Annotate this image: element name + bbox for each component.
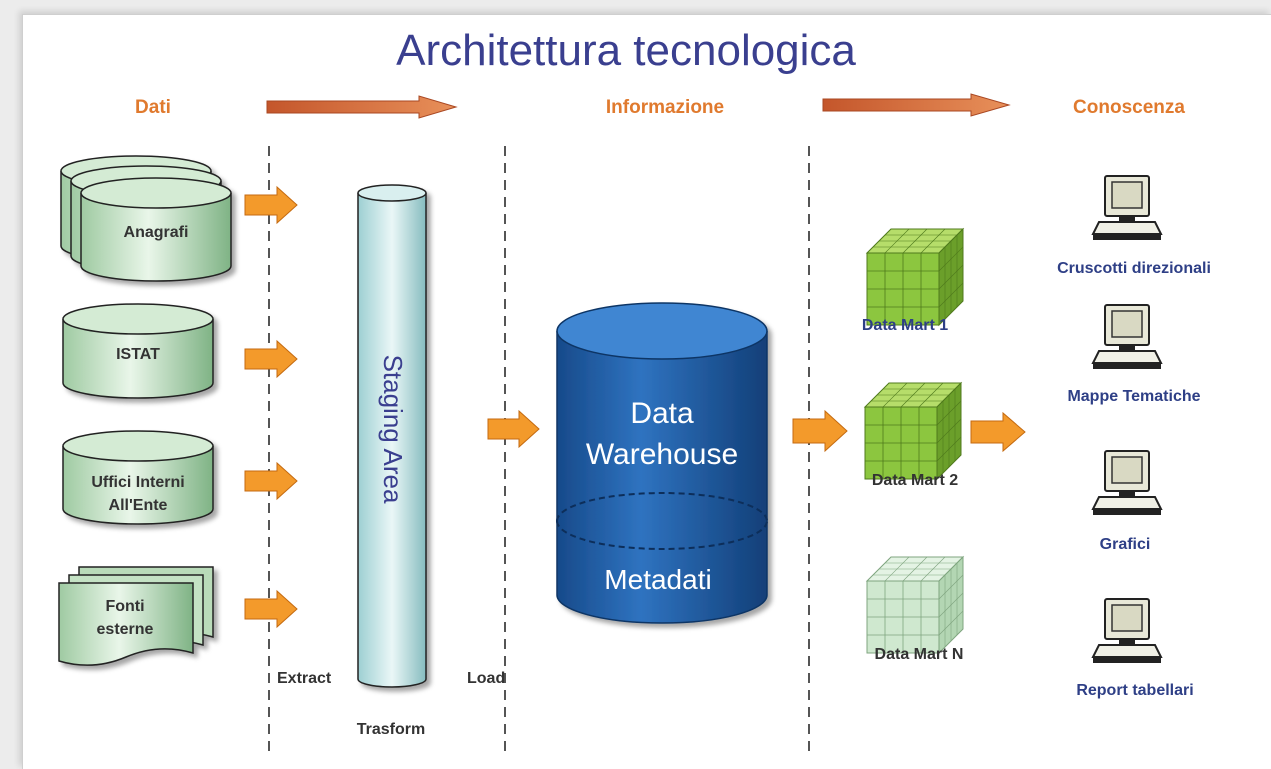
output-grafici-label: Grafici (1100, 536, 1151, 553)
computer-icon (1091, 450, 1163, 515)
source-uffici-interni-label: Uffici Interni (91, 474, 184, 491)
stage-label-dati: Dati (135, 97, 171, 118)
etl-transform-label: Trasform (357, 721, 425, 738)
source-anagrafi (60, 155, 232, 282)
source-uffici-interni-label-2: All'Ente (109, 497, 168, 514)
data-mart-n-label: Data Mart N (875, 646, 964, 663)
source-fonti-esterne-label-2: esterne (97, 621, 154, 638)
arrow-istat-icon (244, 339, 298, 379)
data-mart-n-cube-icon (865, 555, 965, 655)
output-mappe-label: Mappe Tematiche (1067, 388, 1200, 405)
arrow-warehouse-to-marts-icon (792, 409, 848, 453)
architecture-diagram: Architettura tecnologica Dati Informazio… (58, 26, 1211, 751)
arrow-staging-to-warehouse-icon (487, 409, 540, 449)
computer-icon (1091, 175, 1163, 240)
computer-icon (1091, 304, 1163, 369)
data-warehouse-label-line1: Data (630, 397, 694, 430)
arrow-anagrafi-icon (244, 185, 298, 225)
source-istat-label: ISTAT (116, 346, 160, 363)
data-mart-1-label: Data Mart 1 (862, 317, 948, 334)
data-warehouse-label-line2: Warehouse (586, 438, 738, 471)
arrow-marts-to-outputs-icon (970, 411, 1026, 453)
source-anagrafi-label: Anagrafi (124, 224, 189, 241)
source-istat (62, 303, 214, 399)
arrow-fonti-icon (244, 589, 298, 629)
data-mart-2-cube-icon (863, 381, 963, 481)
data-warehouse-cylinder (556, 302, 768, 624)
arrow-uffici-icon (244, 461, 298, 501)
computer-icon (1091, 598, 1163, 663)
data-mart-1-cube-icon (865, 227, 965, 327)
output-report-label: Report tabellari (1076, 682, 1193, 699)
etl-extract-label: Extract (277, 670, 332, 687)
stage-label-conoscenza: Conoscenza (1073, 97, 1185, 118)
page-title: Architettura tecnologica (396, 26, 856, 75)
staging-area-label: Staging Area (378, 355, 408, 504)
metadata-label: Metadati (604, 564, 711, 595)
stage-label-informazione: Informazione (606, 97, 724, 118)
flow-arrow-informazione-conoscenza (822, 93, 1011, 117)
source-uffici-interni (62, 430, 214, 525)
data-mart-2-label: Data Mart 2 (872, 472, 958, 489)
source-fonti-esterne-label: Fonti (105, 598, 144, 615)
source-fonti-esterne (58, 566, 214, 666)
staging-area-cylinder (357, 184, 427, 688)
slide-frame: Architettura tecnologica Dati Informazio… (22, 14, 1271, 769)
etl-load-label: Load (467, 670, 505, 687)
output-cruscotti-label: Cruscotti direzionali (1057, 260, 1211, 277)
flow-arrow-dati-informazione (266, 95, 458, 119)
